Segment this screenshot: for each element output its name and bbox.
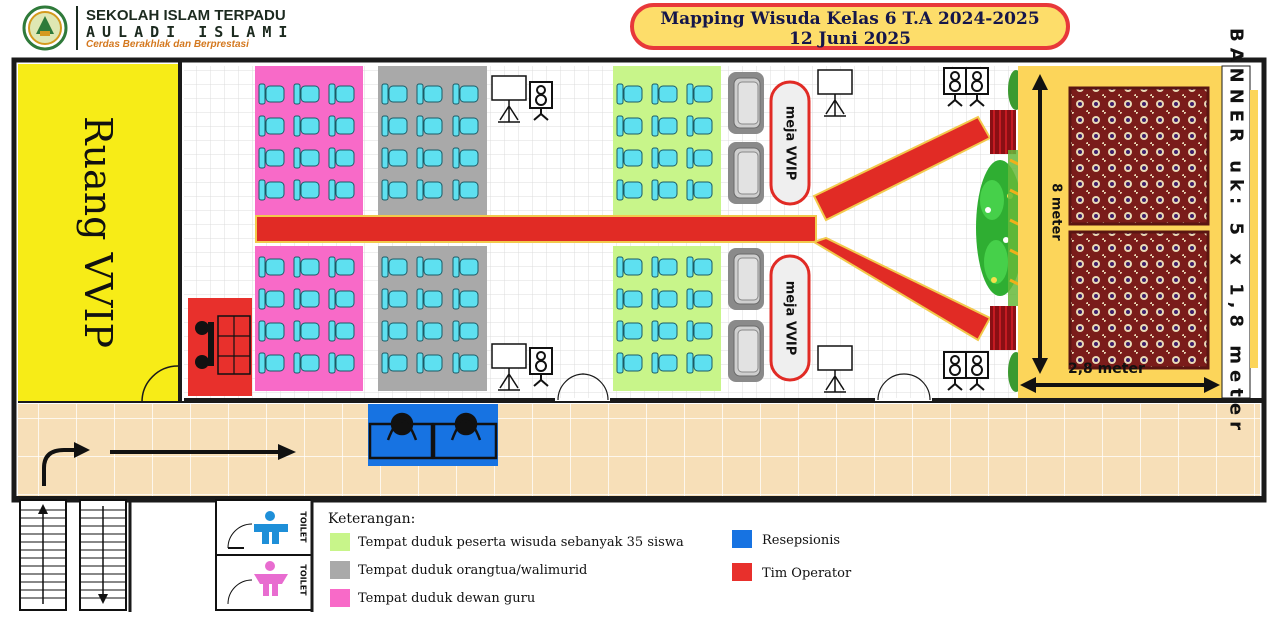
vip-table-top-label: meja VVIP [782, 105, 798, 181]
legend-label-graduates: Tempat duduk peserta wisuda sebanyak 35 … [358, 535, 684, 550]
school-subtitle: AULADI ISLAMI [86, 23, 295, 41]
toilets [215, 498, 314, 612]
toilet-top-label: TOILET [298, 511, 308, 543]
sofa-icon [727, 319, 765, 383]
vip-table-top [769, 80, 811, 206]
stage-height-label: 8 meter [1048, 183, 1064, 241]
legend-label-operator: Tim Operator [762, 566, 852, 581]
vvip-room [18, 64, 178, 401]
legend-label-parents: Tempat duduk orangtua/walimurid [358, 563, 588, 578]
school-tagline: Cerdas Berakhlak dan Berprestasi [86, 39, 249, 50]
legend-swatch-graduates [330, 533, 350, 551]
stage-rug [1068, 230, 1210, 370]
sofa-icon [727, 247, 765, 311]
vip-table-bottom [769, 254, 811, 382]
stage-drape [989, 305, 1017, 351]
red-carpet [255, 215, 817, 243]
stage-rug [1068, 86, 1210, 226]
dimension-arrows [1020, 74, 1220, 393]
title-box: Mapping Wisuda Kelas 6 T.A 2024-2025 12 … [630, 3, 1070, 50]
school-emblem-icon [22, 5, 68, 51]
receptionist-icon [368, 412, 498, 460]
toilet-bottom-label: TOILET [298, 564, 308, 596]
legend-label-teachers: Tempat duduk dewan guru [358, 591, 536, 606]
legend-swatch-receptionist [732, 530, 752, 548]
legend-swatch-teachers [330, 589, 350, 607]
stage-drape [989, 109, 1017, 155]
header-divider [76, 6, 78, 50]
legend-swatch-operator [732, 563, 752, 581]
school-logo [22, 4, 68, 52]
school-name: SEKOLAH ISLAM TERPADU [86, 7, 286, 24]
vvip-room-label: Ruang VVIP [76, 115, 120, 349]
stage-width-label: 2,8 meter [1068, 361, 1145, 377]
legend-label-receptionist: Resepsionis [762, 533, 841, 548]
operator-desk-icon [195, 315, 251, 375]
sofa-icon [727, 141, 765, 205]
flow-arrows [42, 442, 296, 486]
legend-heading: Keterangan: [328, 511, 416, 527]
sofa-icon [727, 71, 765, 135]
title-line1: Mapping Wisuda Kelas 6 T.A 2024-2025 [660, 9, 1040, 29]
title-line2: 12 Juni 2025 [788, 29, 912, 49]
vip-table-bottom-label: meja VVIP [782, 280, 798, 356]
stairs [19, 498, 132, 612]
banner-label: BANNER uk: 5 x 1,8 meter [1225, 28, 1247, 436]
legend-swatch-parents [330, 561, 350, 579]
